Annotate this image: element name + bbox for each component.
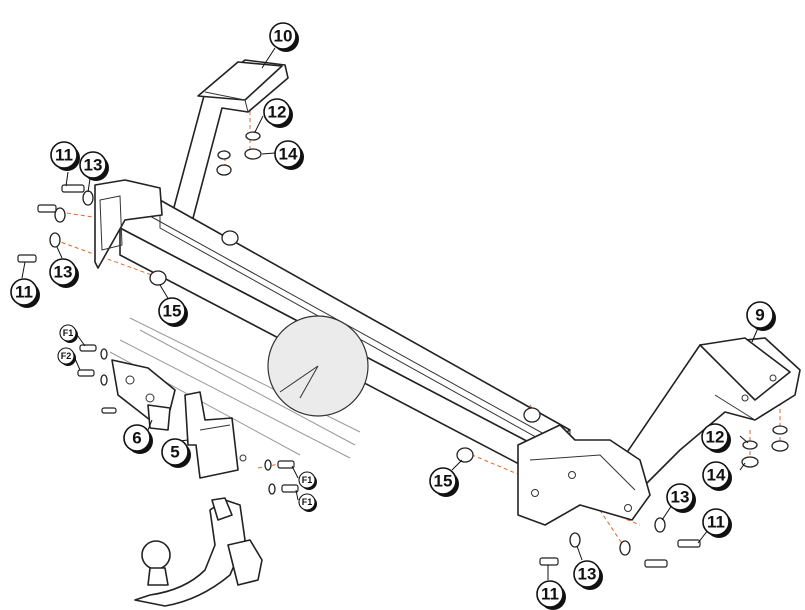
callout-11-left-top: 11 (50, 141, 80, 171)
callout-11-right-bottom: 11 (536, 580, 566, 610)
washer-f1-upper (100, 348, 108, 360)
callout-10: 10 (269, 22, 299, 52)
callout-11-right-bottom-label: 11 (541, 585, 559, 604)
callout-f1-right-upper-label: F1 (302, 475, 313, 485)
detail-magnifier (267, 315, 369, 417)
washer-right-top (772, 425, 788, 435)
socket-holder-5 (184, 391, 247, 479)
socket-plate-6 (111, 359, 176, 431)
washer-13-left-upper (54, 207, 66, 223)
callout-11-left-top-label: 11 (55, 146, 73, 165)
callout-f1-top-label: F1 (63, 328, 74, 338)
callout-f2-label: F2 (61, 351, 72, 361)
callout-15-left-label: 15 (163, 302, 182, 321)
washer-left-inner (217, 150, 231, 160)
callout-11-right-top: 11 (702, 508, 732, 538)
callout-f1-top: F1 (59, 324, 78, 343)
washer-13-right (654, 517, 666, 533)
callout-13-right-bottom: 13 (573, 560, 603, 590)
callout-13-left-bottom: 13 (49, 258, 79, 288)
callout-13-right-top: 13 (666, 483, 696, 513)
bolt-11-right-lower (539, 557, 559, 566)
callout-14-left: 14 (274, 140, 304, 170)
washer-12-left (245, 131, 261, 141)
callout-13-left-bottom-label: 13 (54, 263, 73, 282)
washer-f2 (100, 374, 108, 386)
callout-13-left-top-label: 13 (84, 156, 103, 175)
left-side-bracket-10 (169, 59, 289, 223)
callout-9-label: 9 (755, 306, 764, 325)
callout-f1-right-lower-label: F1 (302, 497, 313, 507)
callout-15-left: 15 (158, 297, 188, 327)
callout-12-right-label: 12 (706, 428, 725, 447)
callout-f1-right-lower: F1 (298, 493, 317, 512)
bolt-11-left-top (61, 184, 85, 193)
bolt-f1-upper (79, 344, 97, 352)
callout-12-left-label: 12 (268, 103, 287, 122)
bolt-11-right-upper (677, 539, 701, 548)
callout-11-left-bottom-label: 11 (15, 283, 33, 302)
washer-right-mid (619, 540, 631, 556)
washer-12-right (742, 440, 758, 450)
callout-14-right-label: 14 (707, 466, 726, 485)
nut-right-top (771, 440, 789, 452)
bolt-socket-small (101, 407, 117, 414)
callout-12-right: 12 (701, 423, 731, 453)
washer-13-left-lower (49, 232, 61, 248)
nut-15-right-top (523, 407, 541, 423)
washer-13-right-lower (569, 532, 581, 548)
washer-f1-right-lower (268, 483, 276, 495)
callout-leaders (21, 47, 759, 580)
right-end-plate (517, 424, 651, 526)
bolt-11-left-upper (37, 204, 57, 213)
callout-11-left-bottom: 11 (10, 278, 40, 308)
callout-13-right-bottom-label: 13 (578, 565, 597, 584)
nut-14-left (244, 148, 262, 160)
nut-15-left (149, 270, 167, 286)
callout-15-right-label: 15 (434, 472, 453, 491)
nut-15-right (456, 447, 474, 463)
callout-6-label: 6 (132, 429, 141, 448)
bolt-f1-right-upper (277, 460, 295, 469)
fasteners (17, 131, 789, 568)
right-side-bracket-9 (614, 337, 801, 491)
callout-14-left-label: 14 (279, 145, 298, 164)
callout-f1-right-upper: F1 (298, 471, 317, 490)
callout-f2: F2 (57, 347, 76, 366)
bolt-f1-right-lower (281, 484, 299, 493)
callout-15-right: 15 (429, 467, 459, 497)
bolt-f2 (77, 369, 95, 377)
callout-11-right-top-label: 11 (707, 513, 725, 532)
nut-left-inner (216, 164, 232, 176)
callout-6: 6 (123, 424, 153, 454)
nut-14-right (741, 456, 759, 468)
callout-5-label: 5 (170, 443, 179, 462)
callout-9: 9 (746, 301, 776, 331)
callout-13-left-top: 13 (79, 151, 109, 181)
bolt-11-left-lower (17, 254, 37, 263)
callout-12-left: 12 (263, 98, 293, 128)
callout-14-right: 14 (702, 461, 732, 491)
callout-13-right-top-label: 13 (671, 488, 690, 507)
tow-ball-assembly (134, 497, 263, 607)
bolt-right-mid (644, 559, 668, 568)
callout-10-label: 10 (274, 27, 293, 46)
washer-13-left-top (82, 190, 94, 206)
nut-15-left-top (221, 230, 239, 246)
washer-f1-right-upper (264, 459, 272, 471)
callout-5: 5 (161, 438, 191, 468)
